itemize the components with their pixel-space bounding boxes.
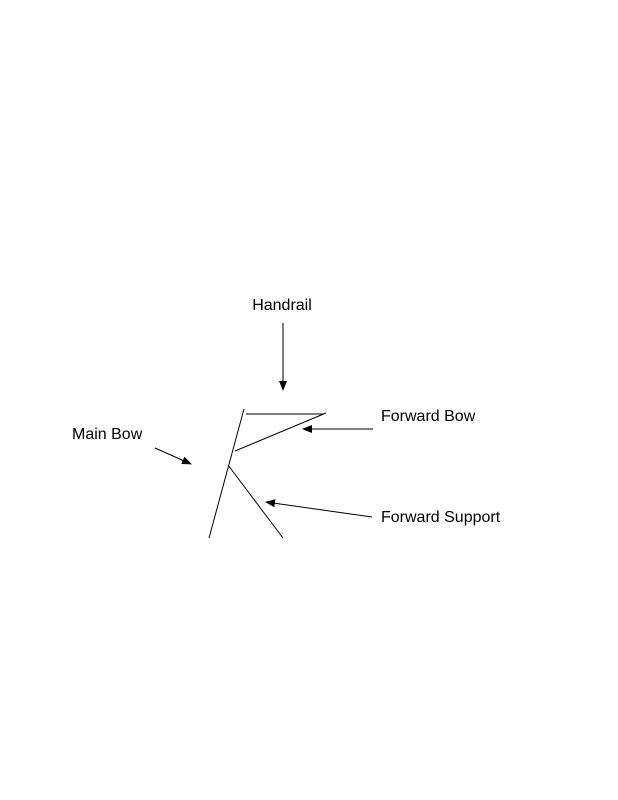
main-bow-line bbox=[208, 408, 245, 539]
handrail-label: Handrail bbox=[252, 297, 312, 314]
forward-bow-label: Forward Bow bbox=[381, 408, 476, 425]
forward-bow-line bbox=[234, 412, 327, 452]
forward-support-arrow bbox=[265, 499, 373, 518]
main-bow-arrow bbox=[154, 447, 192, 465]
forward-support-line bbox=[227, 464, 284, 539]
main-bow-label: Main Bow bbox=[72, 426, 143, 443]
forward-support-label: Forward Support bbox=[381, 509, 501, 526]
